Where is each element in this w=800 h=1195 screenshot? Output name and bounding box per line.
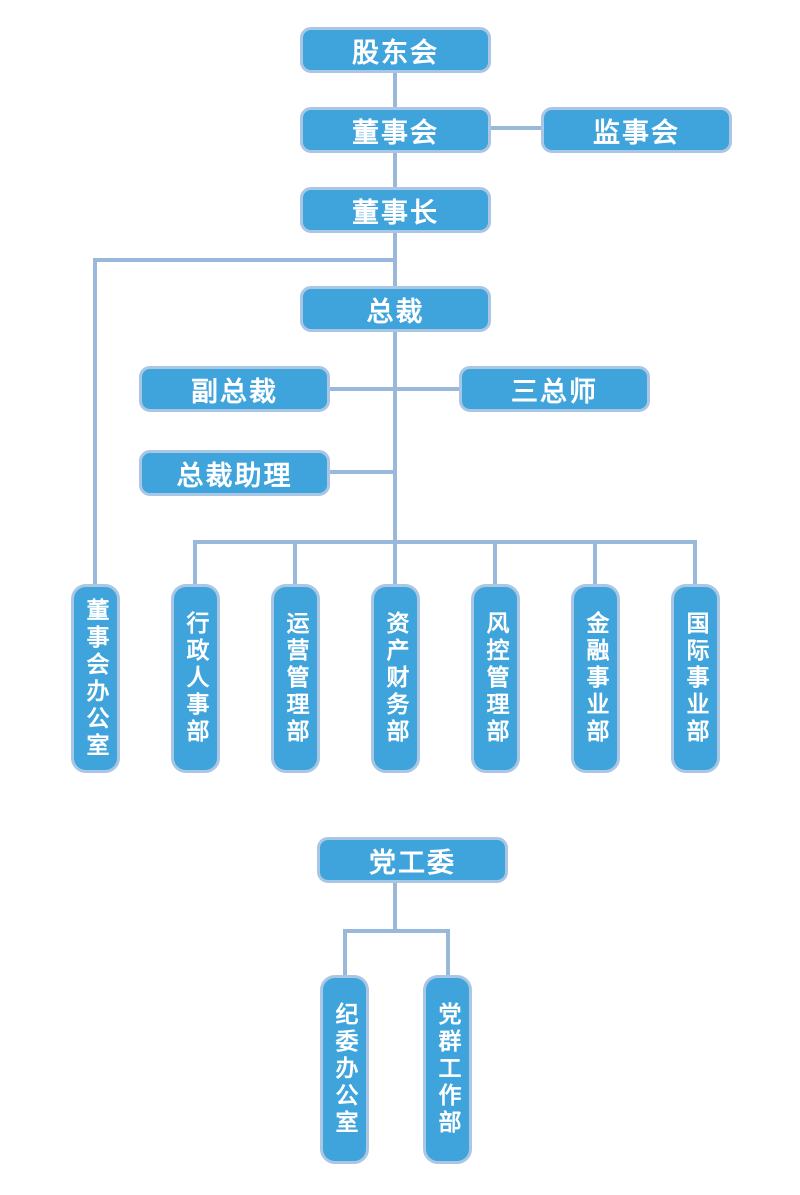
connector-drop-operations [293, 540, 297, 586]
connector-party-trunk [393, 881, 397, 933]
node-party-working-committee: 党工委 [317, 837, 508, 883]
node-president-assistant: 总裁助理 [139, 450, 330, 496]
node-asset-finance-dept: 资产财务部 [371, 584, 420, 773]
connector-shareholders-board [393, 70, 397, 110]
connector-drop-finance-biz [593, 540, 597, 586]
node-party-mass-work-dept: 党群工作部 [423, 975, 472, 1164]
node-international-business-dept: 国际事业部 [671, 584, 720, 773]
node-financial-business-dept: 金融事业部 [571, 584, 620, 773]
node-admin-hr-dept: 行政人事部 [171, 584, 220, 773]
connector-drop-admin-hr [193, 540, 197, 586]
connector-drop-asset-finance [393, 540, 397, 586]
connector-branch-board-office-v [93, 258, 97, 586]
connector-president-trunk [393, 330, 397, 544]
connector-chairman-president [393, 230, 397, 288]
node-three-chief-engineers: 三总师 [459, 366, 650, 412]
node-discipline-office: 纪委办公室 [320, 975, 369, 1164]
connector-drop-discipline [343, 929, 347, 977]
connector-drop-party-mass [446, 929, 450, 977]
connector-drop-intl-biz [693, 540, 697, 586]
node-operations-dept: 运营管理部 [271, 584, 320, 773]
connector-party-branch [343, 929, 450, 933]
connector-assistant [328, 470, 397, 474]
connector-departments-branch [193, 540, 697, 544]
node-chairman: 董事长 [300, 187, 491, 233]
node-vice-president: 副总裁 [139, 366, 330, 412]
node-shareholders-meeting: 股东会 [300, 27, 491, 73]
node-risk-control-dept: 风控管理部 [471, 584, 520, 773]
node-president: 总裁 [300, 286, 491, 332]
node-supervisory-board: 监事会 [541, 107, 732, 153]
node-board-office: 董事会办公室 [71, 584, 120, 773]
connector-branch-board-office-h [93, 258, 395, 262]
connector-board-supervisory [489, 126, 543, 130]
connector-board-chairman [393, 151, 397, 189]
node-board-of-directors: 董事会 [300, 107, 491, 153]
connector-drop-risk-control [493, 540, 497, 586]
connector-vp-chiefs [328, 387, 461, 391]
